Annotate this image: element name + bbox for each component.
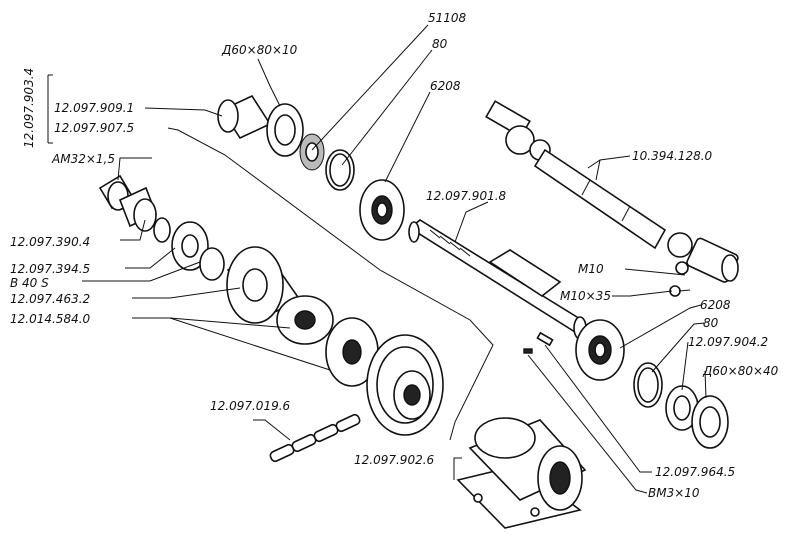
left-stack-drawing [98,174,379,387]
sprocket-drawing [366,334,444,436]
label-sprocket: 12.097.902.6 [354,453,435,467]
label-bushing: 12.097.909.1 [54,101,134,115]
label-cardan: 10.394.128.0 [632,149,713,163]
label-key: 12.097.964.5 [655,465,735,479]
label-spacer: 12.097.904.2 [688,335,768,349]
label-seal-bottom: Д60×80×40 [702,364,779,378]
label-spring-washer: В 40 S [10,276,49,290]
label-lock-washer: 12.097.390.4 [10,235,90,249]
label-bearing-top: 6208 [430,79,461,93]
lower-right-stack-drawing [575,319,729,449]
label-bolt-m10: М10×35 [560,289,611,303]
label-pin: ВМ3×10 [648,486,700,500]
label-nut-m10: М10 [578,262,604,276]
label-shaft-sleeve: 12.097.907.5 [54,121,134,135]
label-washer: 12.097.394.5 [10,262,90,276]
label-nut: АМ32×1,5 [51,152,115,166]
m10-hardware-drawing [669,261,691,297]
label-chain: 12.097.019.6 [210,399,291,413]
cardan-shaft-drawing [485,100,739,283]
chain-drawing [269,413,361,463]
label-group: 12.097.903.4 12.097.909.1 12.097.907.5 А… [10,11,779,500]
housing-drawing [456,417,587,529]
key-pin-drawing [523,331,554,354]
label-circlip-top: 80 [432,37,448,51]
label-circlip-bottom: 80 [703,316,719,330]
label-bearing-bottom: 6208 [700,298,731,312]
label-seal-top: Д60×80×10 [221,43,298,57]
main-shaft-drawing [408,219,587,340]
leader-lines [47,24,707,494]
label-coupling: 12.014.584.0 [10,312,91,326]
label-shaft: 12.097.901.8 [426,189,507,203]
label-hub: 12.097.463.2 [10,292,90,306]
label-assembly: 12.097.903.4 [22,68,36,148]
upper-stack-drawing [217,94,405,241]
label-thrust-bearing: 51108 [428,11,467,25]
